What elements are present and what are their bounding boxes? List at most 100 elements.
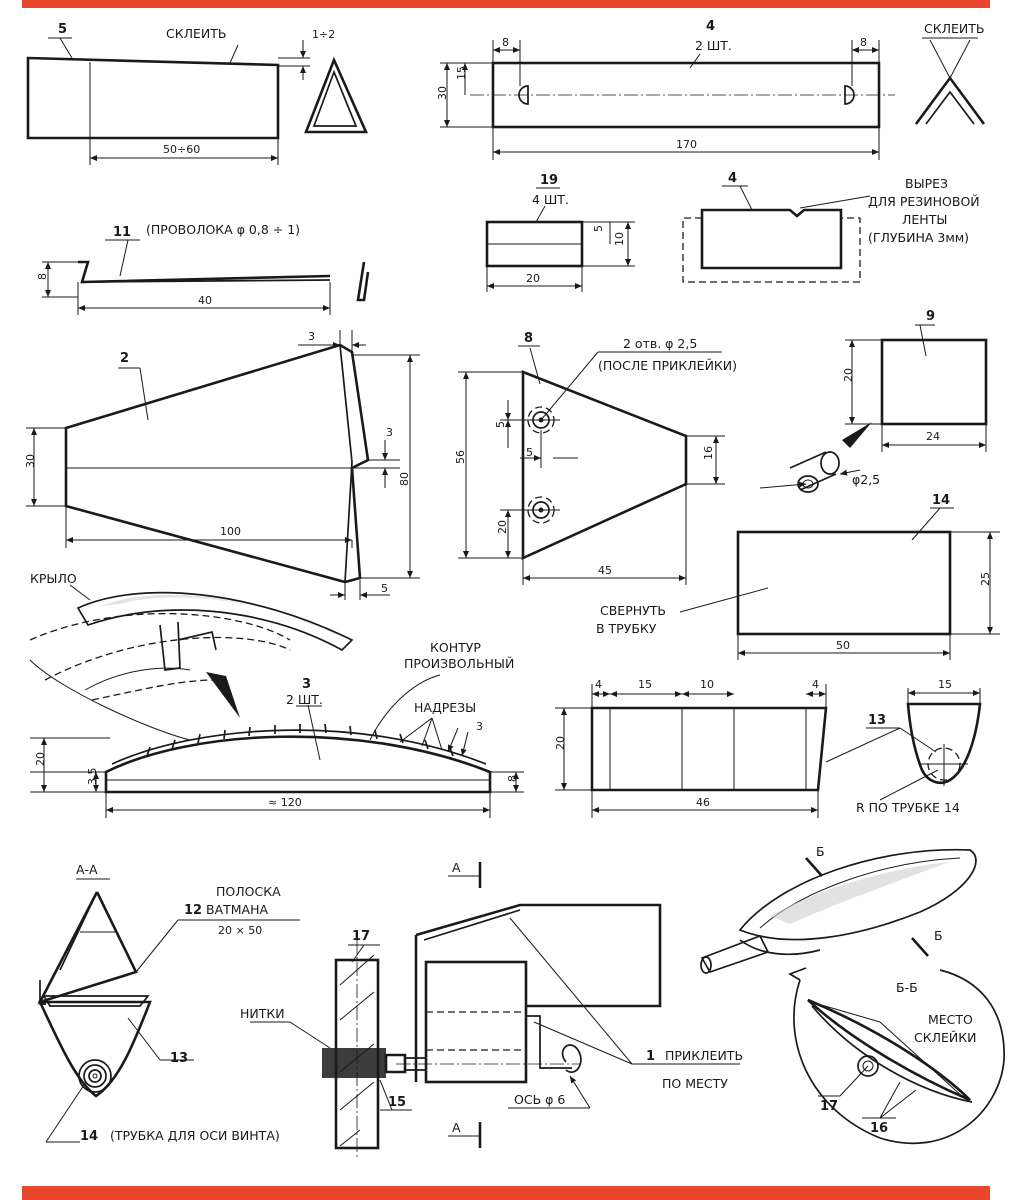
part-4-height: 30 <box>436 86 449 100</box>
bushing-15-number: 15 <box>388 1095 406 1110</box>
cut-b-1: Б <box>816 844 825 859</box>
section-a-a-title: А-А <box>76 862 98 877</box>
part-8-low: 20 <box>496 520 509 534</box>
part-8-height: 56 <box>454 450 467 464</box>
part-2-length: 100 <box>220 525 241 538</box>
part-8-width: 45 <box>598 564 612 577</box>
part-9-number: 9 <box>926 309 935 324</box>
glue-line-2: ПО МЕСТУ <box>662 1076 728 1091</box>
part-13-number: 13 <box>868 713 886 728</box>
part-4-number: 4 <box>706 19 715 34</box>
strip-label: ПОЛОСКА <box>216 884 281 899</box>
panel-height: 20 <box>554 736 567 750</box>
part-19-height: 10 <box>613 232 626 246</box>
cut-a-bottom: А <box>452 1120 461 1135</box>
contour-note-line-2: ПРОИЗВОЛЬНЫЙ <box>404 656 514 671</box>
part-2-top: 3 <box>308 330 315 343</box>
cut-note-line-1: ВЫРЕЗ <box>905 176 948 191</box>
bottom-border <box>22 1186 990 1200</box>
top-border <box>22 0 990 8</box>
part-11-drawing <box>42 239 370 315</box>
part-4-edge-right: 8 <box>860 36 867 49</box>
part-5-gap-dim: 1÷2 <box>312 28 335 41</box>
roll-note-line-1: СВЕРНУТЬ <box>600 603 666 618</box>
part-11-height: 8 <box>36 273 49 280</box>
part-5-length-dim: 50÷60 <box>163 143 200 156</box>
strip-name: ВАТМАНА <box>206 902 268 917</box>
part-11-note: (ПРОВОЛОКА φ 0,8 ÷ 1) <box>146 222 300 237</box>
part-14-width: 50 <box>836 639 850 652</box>
part-3-height-right: 8 <box>506 775 519 782</box>
part-14-number: 14 <box>932 493 950 508</box>
part-4-edge-left: 8 <box>502 36 509 49</box>
fold-panel-drawing <box>555 684 828 818</box>
threads-label: НИТКИ <box>240 1006 285 1021</box>
part-2-height: 80 <box>398 472 411 486</box>
part-4-length: 170 <box>676 138 697 151</box>
part-14-drawing <box>679 507 1000 660</box>
part-4-cut-drawing <box>682 185 871 283</box>
part-2-drawing <box>26 330 420 600</box>
part-19-half: 5 <box>592 225 605 232</box>
part-19-drawing <box>485 187 635 292</box>
part-3-number: 3 <box>302 677 311 692</box>
panel-d1: 4 <box>595 678 602 691</box>
glue-place-line-1: МЕСТО <box>928 1012 973 1027</box>
part-9-dia: φ2,5 <box>852 472 880 487</box>
part-5-number: 5 <box>58 22 67 37</box>
strip-size: 20 × 50 <box>218 924 262 937</box>
part-1-number: 1 <box>646 1049 655 1064</box>
shaft-17-number: 17 <box>352 929 370 944</box>
cut-note-line-3: ЛЕНТЫ <box>902 212 947 227</box>
propeller-drawing <box>700 848 1005 1145</box>
part-19-number: 19 <box>540 173 558 188</box>
wing-label: КРЫЛО <box>30 571 77 586</box>
part-9-width: 24 <box>926 430 940 443</box>
part-19-qty: 4 ШТ. <box>532 192 569 207</box>
part-13-width: 15 <box>938 678 952 691</box>
section-17-number: 17 <box>820 1099 838 1114</box>
part-8-h5: 5 <box>526 446 533 459</box>
part-5-glue-label: СКЛЕИТЬ <box>166 26 226 41</box>
section-14-number: 14 <box>80 1129 98 1144</box>
part-8-holes-note: (ПОСЛЕ ПРИКЛЕЙКИ) <box>598 358 737 373</box>
roll-note-line-2: В ТРУБКУ <box>596 621 657 636</box>
part-2-height-left: 30 <box>24 454 37 468</box>
part-8-v5: 5 <box>494 421 507 428</box>
contour-note-line-1: КОНТУР <box>430 640 481 655</box>
part-2-bottom: 5 <box>381 582 388 595</box>
part-8-number: 8 <box>524 331 533 346</box>
part-3-height-low: 3,5 <box>86 768 99 786</box>
part-4-cut-number: 4 <box>728 171 737 186</box>
part-8-right: 16 <box>702 446 715 460</box>
panel-d4: 4 <box>812 678 819 691</box>
section-b-b-title: Б-Б <box>896 980 918 995</box>
part-8-holes: 2 отв. φ 2,5 <box>623 336 697 351</box>
part-9-drawing <box>759 324 988 493</box>
part-8-drawing <box>458 345 725 585</box>
part-11-number: 11 <box>113 225 131 240</box>
part-2-notch: 3 <box>386 426 393 439</box>
cut-b-2: Б <box>934 928 943 943</box>
part-3-length: ≈ 120 <box>268 796 302 809</box>
part-19-width: 20 <box>526 272 540 285</box>
assembly-drawing <box>250 862 740 1160</box>
panel-d2: 15 <box>638 678 652 691</box>
part-9-height: 20 <box>842 368 855 382</box>
part-4-drawing <box>440 37 986 160</box>
part-3-height-total: 20 <box>34 752 47 766</box>
part-13-drawing <box>825 688 982 801</box>
part-13-note: R ПО ТРУБКЕ 14 <box>856 800 960 815</box>
tube-note: (ТРУБКА ДЛЯ ОСИ ВИНТА) <box>110 1128 280 1143</box>
panel-length: 46 <box>696 796 710 809</box>
part-5-drawing <box>26 37 369 165</box>
part-2-number: 2 <box>120 351 129 366</box>
part-3-qty: 2 ШТ. <box>286 692 323 707</box>
panel-d3: 10 <box>700 678 714 691</box>
glue-place-line-2: СКЛЕЙКИ <box>914 1030 976 1045</box>
part-3-drawing <box>30 674 524 818</box>
axis-label: ОСЬ φ 6 <box>514 1092 565 1107</box>
part-11-length: 40 <box>198 294 212 307</box>
part-14-height: 25 <box>979 572 992 586</box>
